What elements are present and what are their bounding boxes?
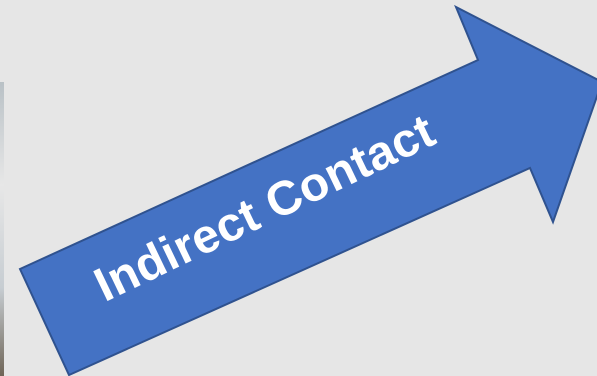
arrow-diagram: Indirect Contact xyxy=(0,0,597,376)
diagram-canvas: Indirect Contact xyxy=(0,0,597,376)
